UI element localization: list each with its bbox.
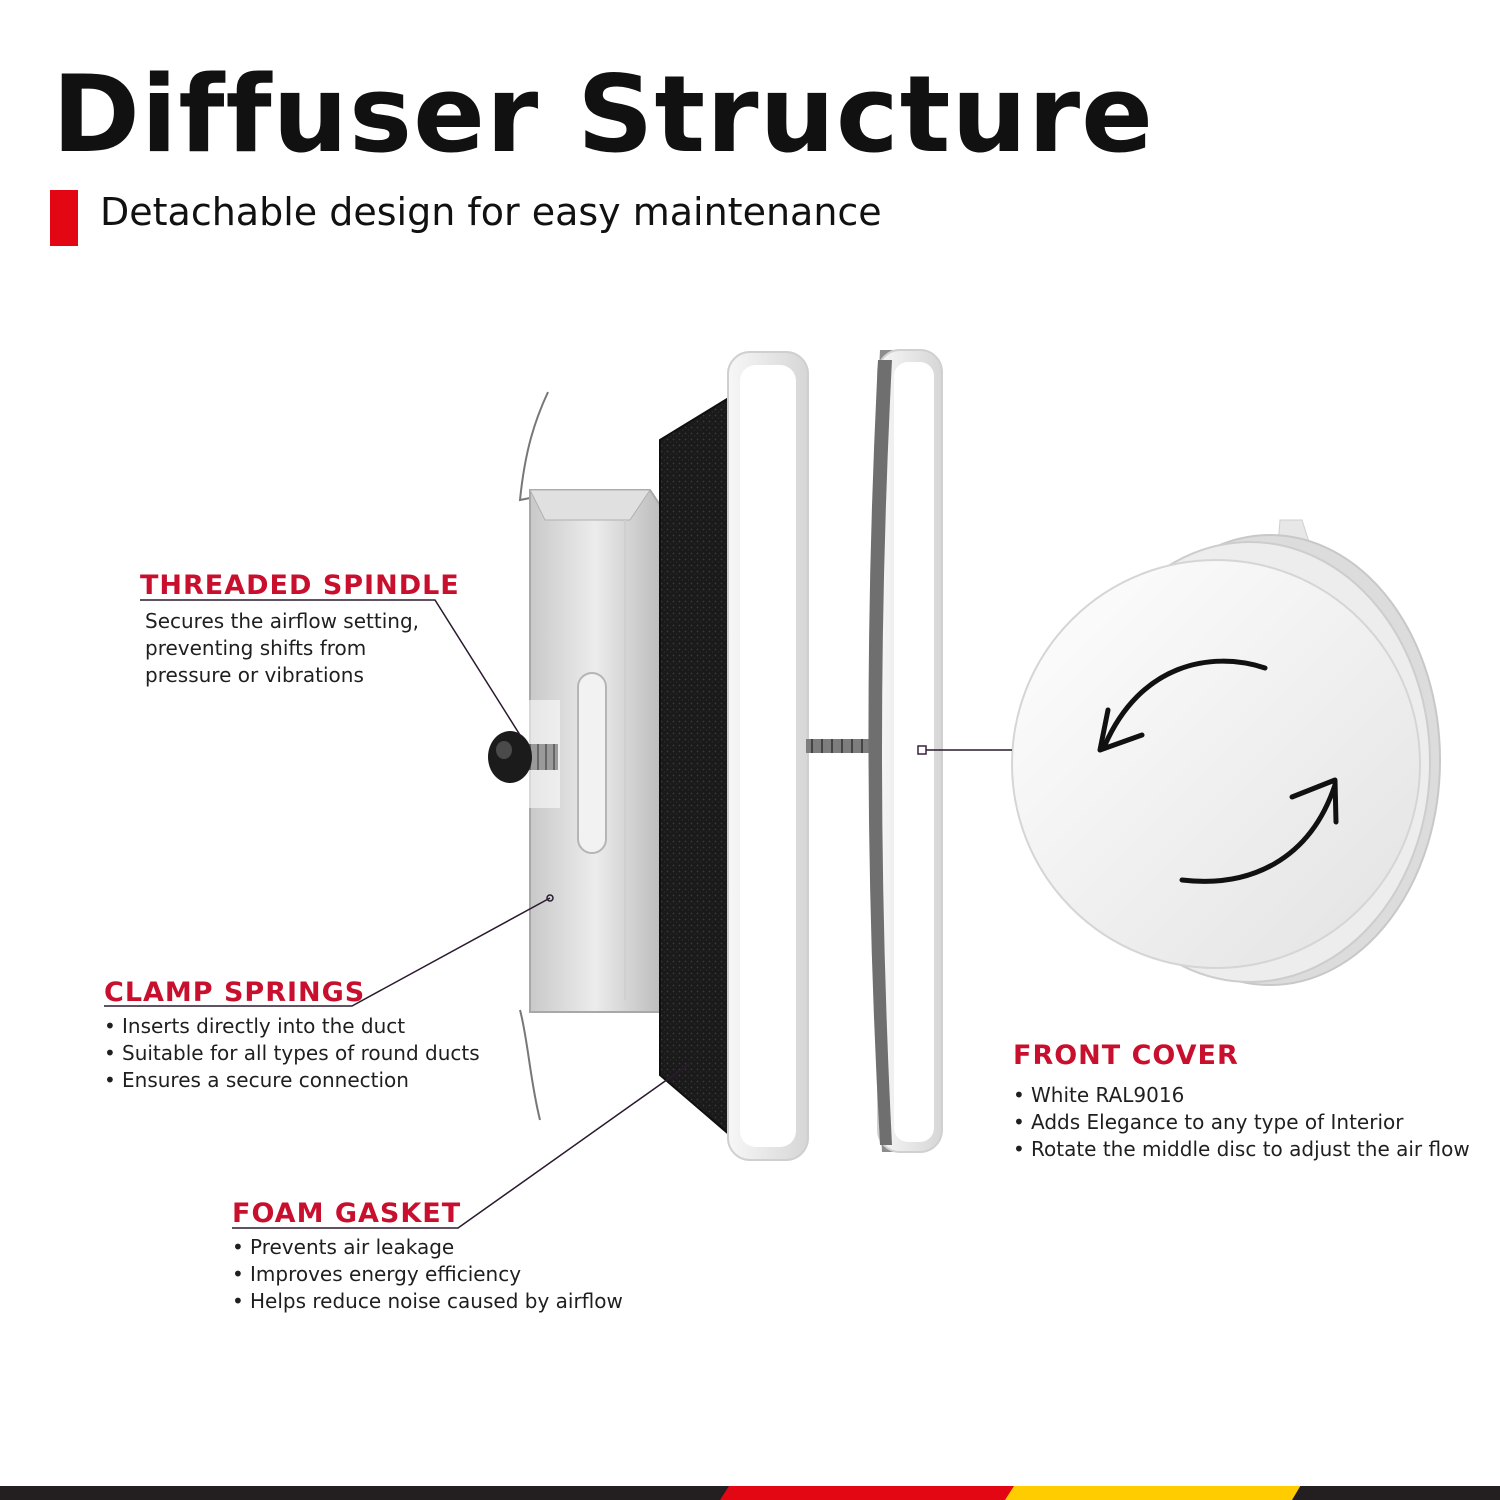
page-title: Diffuser Structure [52,53,1155,176]
page-subtitle: Detachable design for easy maintenance [100,190,882,234]
leader-clamp-springs [104,897,551,1007]
subtitle-accent-bar [50,190,78,246]
front-cover-disc [1011,519,1441,986]
list-item: Inserts directly into the duct [104,1013,504,1040]
back-plate [727,351,809,1161]
callout-clamp-springs: CLAMP SPRINGS Inserts directly into the … [104,977,504,1094]
middle-disc [868,349,943,1153]
list-item: Improves energy efficiency [232,1261,652,1288]
callout-leader-lines [104,599,1012,1229]
foam-gasket-list: Prevents air leakage Improves energy eff… [232,1234,652,1315]
list-item: White RAL9016 [1013,1082,1483,1109]
spring-wire-bottom [519,1009,541,1121]
clamp-springs-list: Inserts directly into the duct Suitable … [104,1013,504,1094]
list-item: Rotate the middle disc to adjust the air… [1013,1136,1483,1163]
callout-threaded-spindle: THREADED SPINDLE Secures the airflow set… [140,570,460,689]
front-cover-title: FRONT COVER [1013,1040,1239,1071]
callout-foam-gasket: FOAM GASKET Prevents air leakage Improve… [232,1198,652,1315]
footer-stripe-dark [0,1486,740,1500]
footer-stripe-red [720,1486,1020,1500]
list-item: Prevents air leakage [232,1234,652,1261]
leader-threaded-spindle [140,599,521,736]
clamp-springs-title: CLAMP SPRINGS [104,977,366,1008]
threaded-rod [806,739,872,753]
list-item: Ensures a secure connection [104,1067,504,1094]
threaded-spindle-title: THREADED SPINDLE [140,570,460,601]
footer-stripe-dark-right [1292,1486,1500,1500]
spring-wire-top [518,391,549,502]
footer-stripe-yellow [1005,1486,1305,1500]
front-cover-list: White RAL9016 Adds Elegance to any type … [1013,1082,1483,1163]
callout-front-cover: FRONT COVER White RAL9016 Adds Elegance … [1013,1040,1483,1163]
spindle-knob [488,731,558,783]
list-item: Helps reduce noise caused by airflow [232,1288,652,1315]
foam-gasket-title: FOAM GASKET [232,1198,462,1229]
list-item: Adds Elegance to any type of Interior [1013,1109,1483,1136]
footer-stripe [0,1486,1500,1500]
leader-foam-gasket [232,1061,693,1229]
list-item: Suitable for all types of round ducts [104,1040,504,1067]
threaded-spindle-description: Secures the airflow setting, preventing … [145,609,419,688]
